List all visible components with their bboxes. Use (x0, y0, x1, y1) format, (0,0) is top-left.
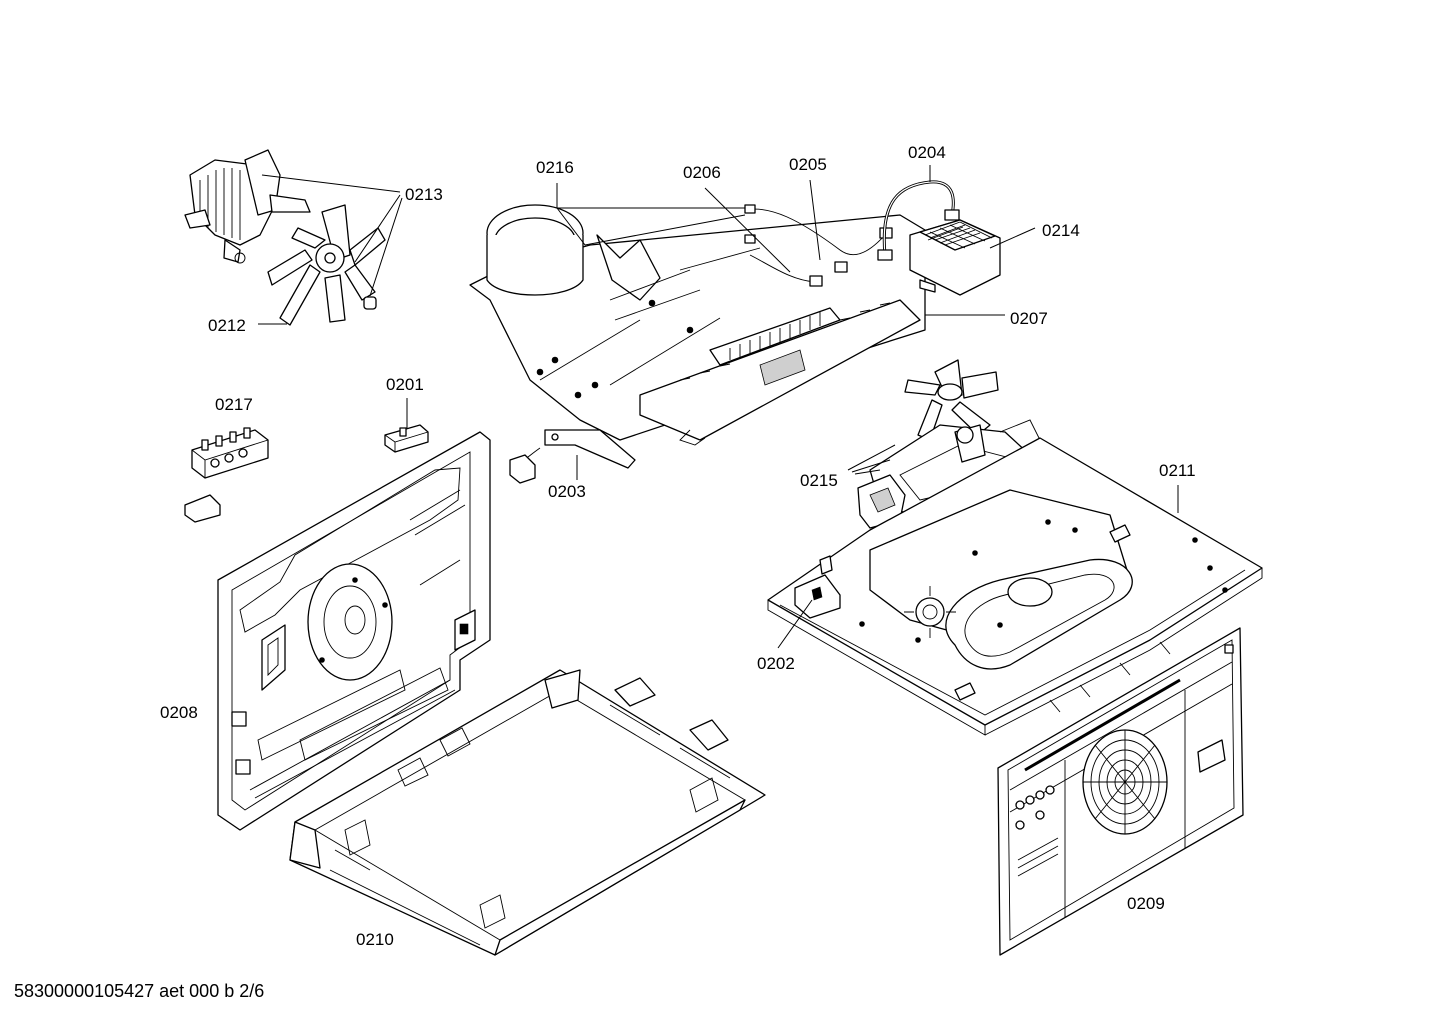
callout-0204: 0204 (908, 143, 946, 162)
sensor-0203 (509, 429, 636, 484)
callout-0215: 0215 (800, 471, 838, 490)
terminal-block-0217 (184, 427, 269, 523)
front-panel-0209 (997, 627, 1244, 956)
callout-0212: 0212 (208, 316, 246, 335)
callout-0208: 0208 (160, 703, 198, 722)
callout-0214: 0214 (1042, 221, 1080, 240)
callout-0201: 0201 (386, 375, 424, 394)
callout-0209: 0209 (1127, 894, 1165, 913)
callout-labels: 0213 0212 0216 0206 0205 0204 0214 0207 … (160, 143, 1196, 949)
leader-lines (258, 165, 1179, 649)
callout-0203: 0203 (548, 482, 586, 501)
back-panel-0208 (217, 431, 491, 831)
callout-0210: 0210 (356, 930, 394, 949)
drawing-reference-number: 58300000105427 aet 000 b 2/6 (14, 981, 265, 1001)
switch-0201 (384, 424, 429, 453)
clip-0202 (819, 555, 833, 575)
callout-0213: 0213 (405, 185, 443, 204)
callout-0216: 0216 (536, 158, 574, 177)
callout-0211: 0211 (1159, 461, 1196, 480)
fan-motor-0213 (184, 149, 311, 264)
pcb-module-0214 (909, 219, 1001, 296)
callout-0217: 0217 (215, 395, 253, 414)
callout-0202: 0202 (757, 654, 795, 673)
fan-blade-0212 (267, 204, 386, 326)
top-plate-0211 (767, 437, 1263, 736)
callout-0206: 0206 (683, 163, 721, 182)
cable-0204 (877, 180, 960, 261)
callout-0207: 0207 (1010, 309, 1048, 328)
cooling-duct-assembly (469, 204, 926, 446)
callout-0205: 0205 (789, 155, 827, 174)
bottom-tray-0210 (289, 669, 766, 956)
